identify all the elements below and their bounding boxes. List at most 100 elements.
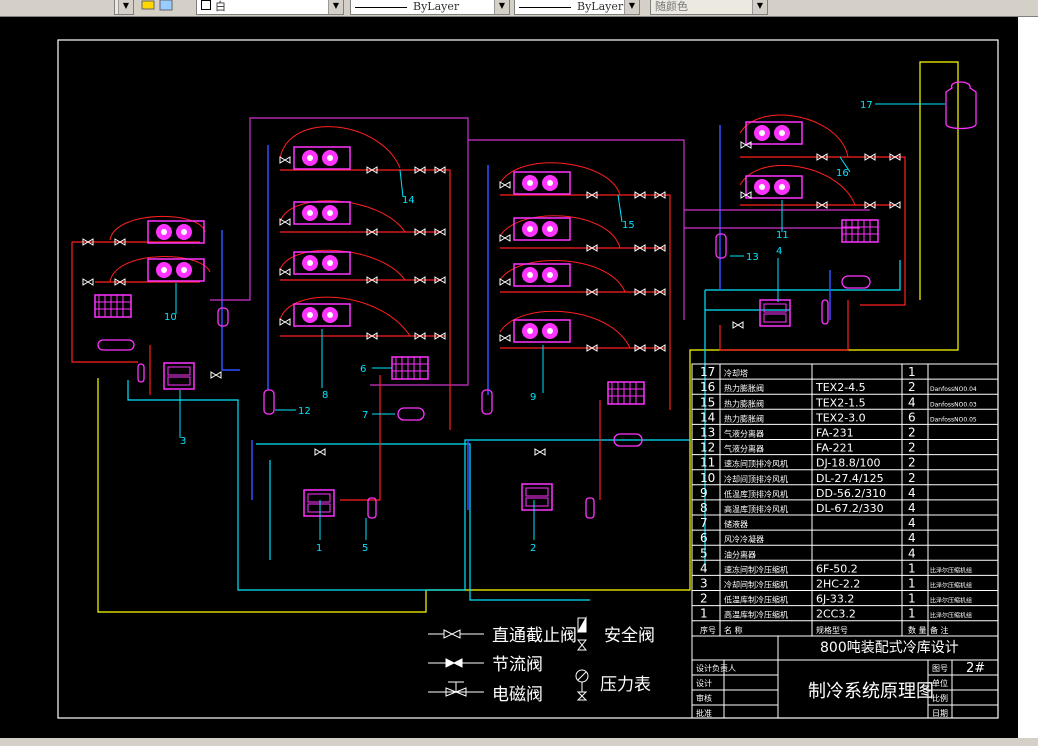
table-cell-qty: 4: [908, 531, 916, 545]
callout-17: 17: [860, 100, 873, 111]
tb-label-right-0: 图号: [932, 664, 948, 673]
table-cell-model: DL-67.2/330: [816, 502, 884, 515]
callout-12: 12: [298, 406, 311, 417]
table-cell-name: 气液分离器: [724, 444, 764, 454]
table-header-name: 名 称: [724, 625, 743, 635]
color-swatch-icon: [201, 0, 211, 10]
lineweight-select-value: ByLayer: [577, 0, 624, 13]
compressor-icon: [303, 489, 335, 517]
linetype-select[interactable]: ByLayer ▼: [350, 0, 510, 15]
table-cell-no: 8: [700, 501, 708, 515]
tb-label-left-2: 审核: [696, 693, 712, 703]
toolbar-dropdown-arrow[interactable]: ▼: [114, 0, 134, 15]
status-bar: [0, 738, 1038, 746]
table-cell-name: 速冻间制冷压缩机: [724, 564, 788, 574]
callout-9: 9: [530, 392, 536, 403]
refrigeration-schematic: 1 2 3 4 5 6 7 8 9 10 11 12 13 14 15 16 1…: [57, 39, 999, 719]
table-cell-name: 热力膨胀阀: [724, 413, 764, 423]
line-sample-icon: [355, 6, 407, 8]
table-cell-name: 速冻间顶排冷风机: [724, 459, 788, 469]
table-cell-qty: 1: [908, 365, 916, 379]
table-cell-model: TEX2-1.5: [815, 396, 866, 409]
table-cell-qty: 1: [908, 592, 916, 606]
table-cell-qty: 1: [908, 607, 916, 621]
chevron-down-icon: ▼: [752, 0, 767, 14]
lineweight-select[interactable]: ByLayer ▼: [514, 0, 640, 15]
legend-labels: 直通截止阀 节流阀 电磁阀 安全阀 压力表: [492, 626, 655, 705]
table-cell-model: TEX2-3.0: [815, 411, 866, 424]
table-cell-qty: 4: [908, 501, 916, 515]
callout-7: 7: [362, 410, 368, 421]
tb-label-left-1: 设计: [696, 678, 712, 688]
table-cell-note: DanfossNO0.04: [930, 386, 977, 393]
tb-label-right-2: 比例: [932, 693, 948, 703]
compressors: [163, 299, 791, 517]
legend-stop-valve: 直通截止阀: [492, 626, 577, 646]
fan-icon: [513, 263, 571, 287]
table-cell-note: 比泽尔压缩机组: [930, 597, 972, 605]
linetype-select-value: ByLayer: [413, 0, 460, 13]
table-cell-no: 9: [700, 486, 708, 500]
table-cell-no: 6: [700, 531, 708, 545]
table-cell-qty: 4: [908, 486, 916, 500]
fan-icon: [293, 303, 351, 327]
table-header-qty: 数 量: [908, 625, 927, 635]
table-header-no: 序号: [700, 625, 716, 635]
table-cell-name: 冷却塔: [724, 368, 748, 378]
table-cell-model: 2HC-2.2: [816, 578, 860, 591]
table-cell-model: FA-221: [816, 442, 854, 455]
chevron-down-icon: ▼: [118, 0, 133, 14]
drawing-canvas[interactable]: 1 2 3 4 5 6 7 8 9 10 11 12 13 14 15 16 1…: [0, 17, 1038, 738]
table-cell-name: 油分离器: [724, 549, 756, 559]
callout-1: 1: [316, 543, 322, 554]
table-cell-no: 4: [700, 561, 708, 575]
table-cell-note: 比泽尔压缩机组: [930, 612, 972, 620]
table-header-model: 规格型号: [816, 625, 848, 635]
compressor-icon: [759, 299, 791, 327]
legend-throttle-valve: 节流阀: [492, 655, 543, 675]
cyan-pipes: [127, 260, 901, 601]
plotstyle-select[interactable]: 随颜色 ▼: [650, 0, 768, 15]
chevron-down-icon: ▼: [494, 0, 509, 14]
fan-icon: [293, 251, 351, 275]
table-cell-model: DL-27.4/125: [816, 472, 884, 485]
color-select[interactable]: 白 ▼: [196, 0, 344, 15]
title-block-grid: [691, 635, 999, 719]
table-cell-no: 7: [700, 516, 708, 530]
drawing-number: 2#: [966, 661, 985, 676]
table-cell-name: 低温库制冷压缩机: [724, 595, 788, 605]
legend-safety-valve: 安全阀: [604, 626, 655, 646]
callout-13: 13: [746, 252, 759, 263]
fan-icon: [513, 171, 571, 195]
table-cell-no: 17: [700, 365, 715, 379]
table-cell-qty: 4: [908, 546, 916, 560]
fan-icon: [745, 121, 803, 145]
legend-solenoid-valve: 电磁阀: [492, 685, 543, 705]
callout-11: 11: [776, 230, 789, 241]
table-cell-note: 比泽尔压缩机组: [930, 566, 972, 574]
condenser-icon: [841, 219, 879, 243]
title-block-text: 800吨装配式冷库设计 制冷系统原理图 设计负责人 设计 审核 批准 图号 单位…: [696, 640, 985, 718]
table-cell-model: FA-231: [816, 427, 854, 440]
table-cell-model: 2CC3.2: [816, 608, 856, 621]
tb-label-right-1: 单位: [932, 678, 948, 688]
layer-tools-icon[interactable]: [134, 0, 174, 15]
callout-lines: [175, 103, 945, 540]
table-cell-qty: 1: [908, 561, 916, 575]
table-cell-name: 气液分离器: [724, 429, 764, 439]
table-cell-no: 10: [700, 471, 715, 485]
table-cell-qty: 6: [908, 410, 916, 424]
fan-icon: [293, 201, 351, 225]
drawing-title: 制冷系统原理图: [808, 681, 934, 702]
vertical-scrollbar[interactable]: [1018, 17, 1038, 738]
evaporator-fans: [147, 121, 803, 343]
table-cell-name: 储液器: [724, 519, 748, 529]
properties-toolbar: ▼ 白 ▼ ByLayer ▼ ByLayer ▼ 随颜色 ▼: [0, 0, 1038, 17]
callout-15: 15: [622, 220, 635, 231]
table-cell-no: 5: [700, 546, 708, 560]
table-cell-note: 比泽尔压缩机组: [930, 582, 972, 590]
table-cell-qty: 2: [908, 456, 916, 470]
vessels: [97, 81, 977, 519]
table-cell-model: 6J-33.2: [816, 593, 854, 606]
